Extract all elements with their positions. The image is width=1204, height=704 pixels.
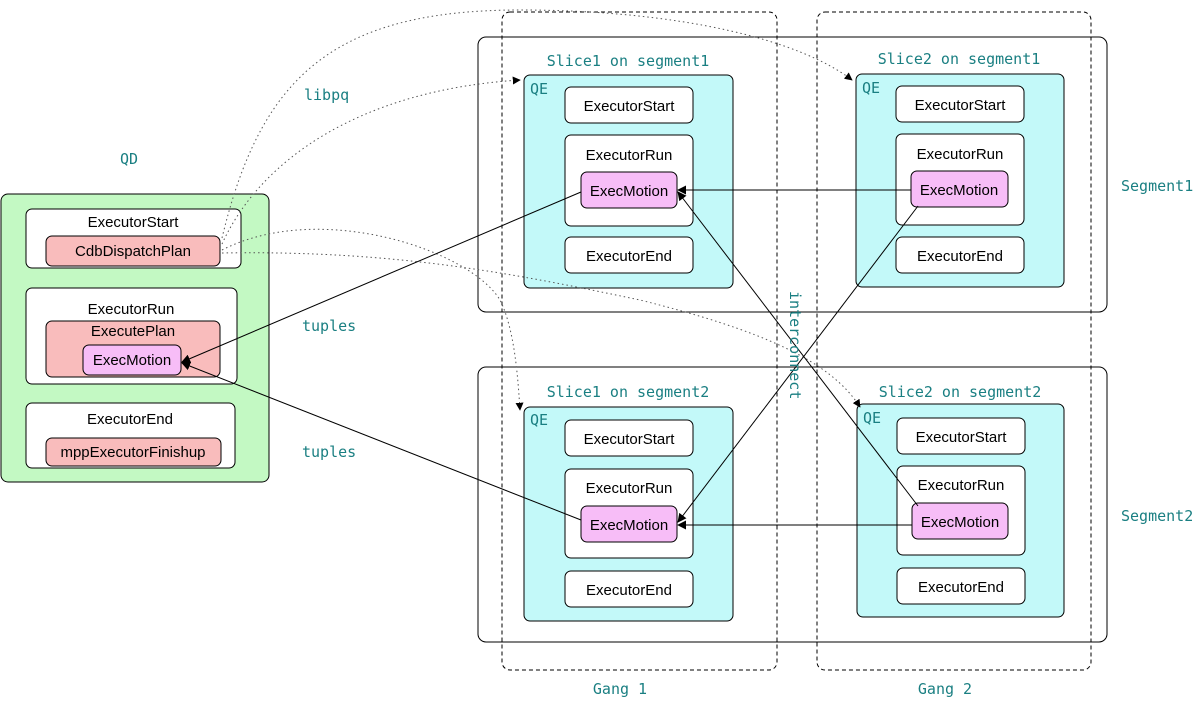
qd-executor-start-label: ExecutorStart — [88, 214, 180, 231]
slice-2-seg-1-end-label: ExecutorEnd — [917, 248, 1003, 265]
qd-exec-motion-label: ExecMotion — [93, 352, 171, 369]
segment-2-label: Segment2 — [1121, 507, 1193, 525]
qd-exec-motion-box — [82, 344, 182, 376]
segment-2-frame — [477, 366, 1108, 643]
interconnect-edge-s2s1-to-s1s2 — [677, 205, 919, 523]
interconnect-edge-s2s2-to-s1s1 — [677, 191, 919, 507]
gang-1-label: Gang 1 — [593, 680, 647, 698]
slice-1-seg-2-start-label: ExecutorStart — [584, 431, 676, 448]
slice-2-seg-1-end-box — [895, 236, 1025, 274]
gang-2-label: Gang 2 — [918, 680, 972, 698]
slice-2-seg-1-run-label: ExecutorRun — [917, 146, 1004, 163]
slice-1-seg-2-start-box — [564, 419, 694, 457]
slice-2-seg-2-qe-label: QE — [863, 409, 881, 427]
qd-executor-end-label: ExecutorEnd — [87, 411, 173, 428]
slice-1-seg-1-end-label: ExecutorEnd — [586, 248, 672, 265]
slice-1-seg-2-motion-box — [580, 505, 678, 543]
dispatch-edge-slice-1-seg-1 — [221, 76, 521, 245]
tuples-label-1: tuples — [302, 317, 356, 335]
slice-2-seg-1-start-label: ExecutorStart — [915, 97, 1007, 114]
execute-plan-label: ExecutePlan — [91, 323, 175, 340]
tuples-label-2: tuples — [302, 443, 356, 461]
qd-label: QD — [120, 150, 138, 168]
slice-2-seg-2-motion-label: ExecMotion — [921, 514, 999, 531]
slice-1-seg-2-end-box — [564, 570, 694, 608]
slice-2-seg-1-motion-box — [910, 170, 1009, 208]
slice-1-seg-2-end-label: ExecutorEnd — [586, 582, 672, 599]
interconnect-label: interconnect — [786, 291, 804, 399]
mpp-executor-finishup-box — [45, 437, 222, 467]
slice-2-seg-1-start-box — [895, 85, 1025, 123]
slice-1-seg-2-qe-label: QE — [530, 411, 548, 429]
dispatch-edge-slice-2-seg-1 — [221, 9, 853, 239]
slice-1-seg-1-qe-label: QE — [530, 80, 548, 98]
tuples-edge-slice-1-seg-2-to-qd — [181, 361, 582, 521]
slice-2-seg-2-run-label: ExecutorRun — [918, 477, 1005, 494]
libpq-label: libpq — [304, 86, 349, 104]
slice-1-seg-1-run-label: ExecutorRun — [586, 147, 673, 164]
qd-executor-run-label: ExecutorRun — [88, 301, 175, 318]
slice-2-seg-1-qe-label: QE — [862, 79, 880, 97]
dispatch-edge-slice-1-seg-2 — [221, 228, 524, 411]
tuples-edge-slice-1-seg-1-to-qd — [181, 191, 582, 363]
slice-2-seg-2-motion-box — [911, 502, 1009, 540]
slice-1-seg-1-end-box — [564, 236, 694, 274]
mpp-executor-finishup-label: mppExecutorFinishup — [60, 444, 205, 461]
gang-1-frame — [501, 11, 778, 671]
slice-1-seg-1-title: Slice1 on segment1 — [547, 52, 710, 70]
slice-1-seg-1-motion-label: ExecMotion — [590, 183, 668, 200]
dispatch-edge-slice-2-seg-2 — [221, 252, 861, 408]
slice-1-seg-1-start-label: ExecutorStart — [584, 98, 676, 115]
gang-2-frame — [816, 11, 1092, 671]
cdb-dispatch-plan-label: CdbDispatchPlan — [75, 243, 191, 260]
slice-2-seg-2-end-label: ExecutorEnd — [918, 579, 1004, 596]
slice-1-seg-2-title: Slice1 on segment2 — [547, 383, 710, 401]
slice-1-seg-2-run-label: ExecutorRun — [586, 480, 673, 497]
slice-1-seg-1-motion-box — [580, 171, 678, 209]
slice-2-seg-2-start-box — [896, 417, 1026, 455]
segment-1-frame — [477, 36, 1108, 313]
slice-2-seg-1-motion-label: ExecMotion — [920, 182, 998, 199]
slice-2-seg-2-start-label: ExecutorStart — [916, 429, 1008, 446]
slice-2-seg-2-end-box — [896, 567, 1026, 605]
slice-2-seg-1-title: Slice2 on segment1 — [878, 50, 1041, 68]
slice-2-seg-2-title: Slice2 on segment2 — [879, 383, 1042, 401]
slice-1-seg-1-start-box — [564, 86, 694, 124]
slice-1-seg-2-motion-label: ExecMotion — [590, 517, 668, 534]
cdb-dispatch-plan-box — [45, 235, 221, 267]
segment-1-label: Segment1 — [1121, 177, 1193, 195]
